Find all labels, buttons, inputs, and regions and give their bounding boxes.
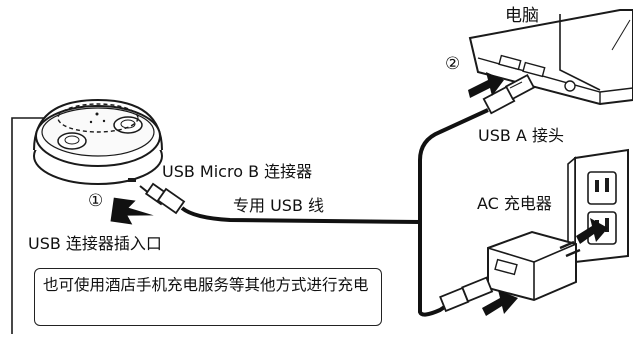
arrow-icon <box>576 218 608 244</box>
label-usb-a-connector: USB A 接头 <box>478 126 564 145</box>
usb-micro-b-plug-icon <box>139 182 186 215</box>
arrow-icon <box>482 290 518 316</box>
usb-cable-branch-bottom <box>418 222 454 317</box>
wireless-speaker-icon <box>33 98 163 185</box>
label-step-1: ① <box>88 191 104 211</box>
label-ac-charger: AC 充电器 <box>477 194 552 213</box>
arrow-icon <box>468 72 504 98</box>
label-usb-micro-b-connector: USB Micro B 连接器 <box>162 162 313 181</box>
label-usb-cable: 专用 USB 线 <box>233 196 325 215</box>
usb-a-plug-icon <box>482 73 536 115</box>
ac-adapter-icon <box>487 230 581 302</box>
note-box: 也可使用酒店手机充电服务等其他方式进行充电 <box>34 268 382 326</box>
label-usb-port: USB 连接器插入口 <box>28 234 162 253</box>
usb-cable-branch-top <box>418 108 489 222</box>
usb-a-plug-icon <box>439 276 494 313</box>
usb-cable <box>180 206 421 224</box>
arrow-icon <box>110 197 154 225</box>
label-step-2: ② <box>445 54 461 74</box>
label-computer: 电脑 <box>505 6 539 26</box>
